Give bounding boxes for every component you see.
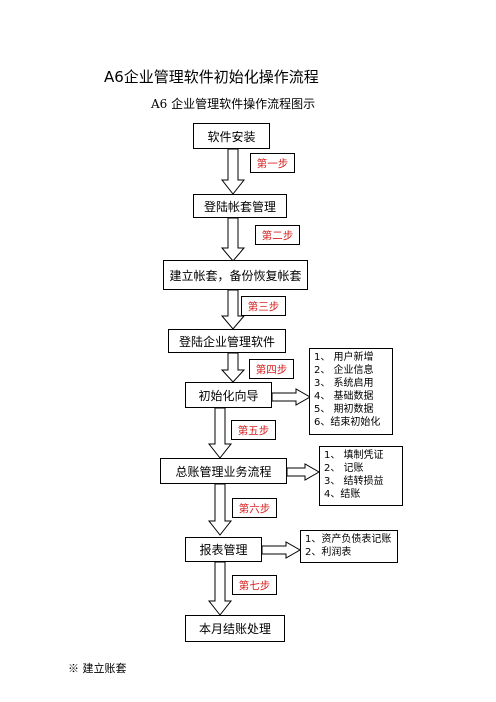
step-label-1: 第一步 xyxy=(250,153,295,173)
arrow-down-7 xyxy=(207,561,233,616)
flow-box-install: 软件安装 xyxy=(193,123,270,149)
note-item: 2、 企业信息 xyxy=(314,365,374,376)
note-item: 5、 期初数据 xyxy=(314,404,374,415)
note-item: 6、结束初始化 xyxy=(314,417,381,428)
page-title: A6企业管理软件初始化操作流程 xyxy=(104,68,319,86)
flow-box-account-login: 登陆帐套管理 xyxy=(193,194,287,218)
note-report: 1、资产负债表记账 2、利润表 xyxy=(300,530,398,563)
note-item: 1、资产负债表记账 xyxy=(305,534,392,545)
arrow-down-2 xyxy=(220,217,246,262)
page-subtitle: A6 企业管理软件操作流程图示 xyxy=(151,97,316,111)
note-item: 4、结账 xyxy=(324,489,361,500)
note-item: 3、 结转损益 xyxy=(324,476,384,487)
note-item: 2、利润表 xyxy=(305,547,352,558)
step-label-7: 第七步 xyxy=(232,575,277,595)
note-item: 1、 填制凭证 xyxy=(324,450,384,461)
arrow-right-init xyxy=(271,388,312,406)
arrow-down-1 xyxy=(220,148,246,195)
flow-box-month-close: 本月结账处理 xyxy=(185,615,285,642)
note-item: 4、 基础数据 xyxy=(314,391,374,402)
flow-box-create-account: 建立帐套，备份恢复帐套 xyxy=(163,260,308,290)
flow-box-ledger: 总账管理业务流程 xyxy=(160,458,287,484)
arrow-down-4 xyxy=(220,352,246,383)
flow-box-init-wizard: 初始化向导 xyxy=(185,382,272,408)
arrow-right-report xyxy=(261,541,302,559)
arrow-right-ledger xyxy=(286,463,321,481)
flow-box-software-login: 登陆企业管理软件 xyxy=(168,329,286,353)
step-label-5: 第五步 xyxy=(231,420,276,440)
step-label-4: 第四步 xyxy=(249,359,294,379)
footer-note: ※ 建立账套 xyxy=(68,662,127,675)
step-label-6: 第六步 xyxy=(232,498,277,518)
note-item: 3、 系统启用 xyxy=(314,378,374,389)
note-ledger: 1、 填制凭证 2、 记账 3、 结转损益 4、结账 xyxy=(319,446,403,506)
note-item: 1、 用户新增 xyxy=(314,352,374,363)
note-init-wizard: 1、 用户新增 2、 企业信息 3、 系统启用 4、 基础数据 5、 期初数据 … xyxy=(309,348,393,435)
step-label-3: 第三步 xyxy=(241,296,286,316)
arrow-down-5 xyxy=(207,407,233,459)
arrow-down-3 xyxy=(220,289,246,330)
arrow-down-6 xyxy=(207,483,233,536)
flow-box-report: 报表管理 xyxy=(185,537,262,562)
step-label-2: 第二步 xyxy=(255,225,300,245)
note-item: 2、 记账 xyxy=(324,463,364,474)
